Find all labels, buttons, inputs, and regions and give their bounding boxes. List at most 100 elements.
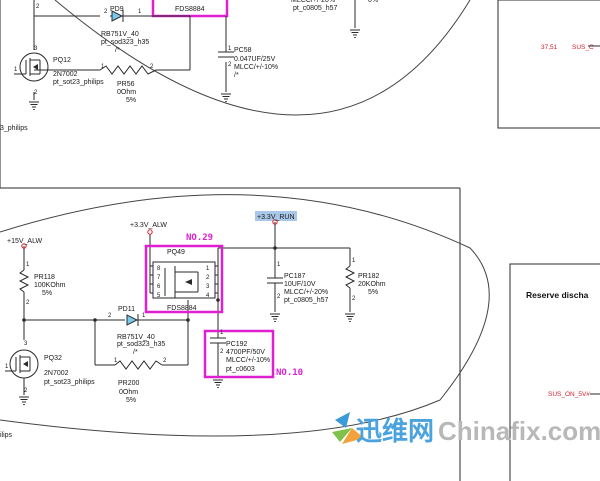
pr200-ref: PR200 [118, 380, 140, 387]
svg-text:2: 2 [163, 358, 167, 364]
pc187-ref: PC187 [284, 273, 306, 280]
ground-symbol [18, 396, 30, 405]
pd11-pkg: pt_sod323_h35 [117, 341, 165, 348]
net-15v-alw: +15V_ALW [7, 238, 42, 245]
pq12-pkg: pt_sot23_philips [53, 79, 104, 86]
pd9-ref: PD9 [110, 6, 124, 13]
bottom-section [5, 222, 600, 481]
pc192-value: 4700PF/50V [226, 349, 265, 356]
marker-no29: NO.29 [186, 233, 213, 243]
pq49-highlight [144, 244, 224, 314]
svg-text:1: 1 [14, 67, 18, 73]
pc58-value: 0.047UF/25V [234, 56, 276, 63]
pc192-highlight [203, 329, 275, 379]
net-33v-alw: +3.3V_ALW [130, 222, 167, 229]
svg-text:1: 1 [142, 313, 146, 319]
svg-text:1: 1 [114, 358, 118, 364]
svg-text:1: 1 [228, 46, 232, 52]
svg-text:2: 2 [206, 275, 210, 281]
pc192-type: MLCC/+/-10% [226, 357, 270, 364]
ground-symbol [28, 101, 40, 110]
svg-text:5: 5 [157, 293, 161, 299]
ground-symbol [212, 379, 224, 388]
pq32-ref: PQ32 [44, 355, 62, 362]
pq12-ref: PQ12 [53, 57, 71, 64]
highlight-ellipse [0, 194, 490, 437]
ground-symbol [344, 313, 356, 322]
pc187-type: MLCC/+/-20% [284, 289, 328, 296]
pr56-ref: PR56 [117, 81, 135, 88]
pc58-type: MLCC/+/-10% [234, 64, 278, 71]
svg-text:2: 2 [277, 294, 281, 300]
watermark-cn: 迅维网 [356, 416, 434, 447]
svg-text:1: 1 [277, 262, 281, 268]
pc192-ref: PC192 [226, 341, 248, 348]
power-flag-33v-alw [147, 229, 153, 235]
pd9-part: RB751V_40 [101, 31, 139, 38]
pr182-value: 20KOhm [358, 281, 386, 288]
svg-text:2: 2 [150, 64, 154, 70]
top-section [14, 0, 600, 129]
svg-text:6: 6 [157, 284, 161, 290]
pq32-pkg: pt_sot23_philips [44, 379, 95, 386]
top-right-net: SUS_C [572, 44, 594, 51]
pq32-part: 2N7002 [44, 370, 69, 377]
svg-text:3: 3 [206, 284, 210, 290]
pq49-ref: PQ49 [167, 249, 185, 256]
net-33v-run: +3.3V_RUN [257, 214, 295, 221]
pc58-ref: PC58 [234, 47, 252, 54]
svg-text:1: 1 [101, 64, 105, 70]
power-flag-15v [21, 243, 27, 249]
svg-text:3: 3 [34, 46, 38, 52]
pc187-pkg: pt_c0805_h57 [284, 297, 328, 304]
watermark-en: Chinafix.com [438, 416, 600, 446]
pd11-ref: PD11 [118, 306, 135, 313]
svg-text:2: 2 [24, 388, 28, 394]
pr200-value: 0Ohm [119, 389, 138, 396]
q-top-ref: FDS8884 [175, 6, 205, 13]
svg-text:7: 7 [157, 275, 161, 281]
watermark-logo-icon [332, 412, 364, 444]
net-flag-33v-run [255, 211, 297, 221]
ground-symbol [269, 313, 281, 322]
pd9-pkg: pt_sod323_h35 [101, 39, 149, 46]
pq49-part: FDS8884 [167, 305, 197, 312]
left-cut-label: 3_philips [0, 125, 28, 132]
svg-text:1: 1 [138, 9, 142, 15]
top-pct: 0% [368, 0, 378, 4]
cap-right-type: MLCC/+/-20% [291, 0, 335, 4]
pr182-tol: 5% [368, 289, 378, 296]
watermark: 迅维网 Chinafix.com [332, 412, 600, 447]
svg-text:1: 1 [5, 364, 9, 370]
sus-on-net: SUS_ON_5V# [548, 391, 590, 398]
ground-symbol [220, 93, 232, 102]
svg-text:8: 8 [157, 266, 161, 272]
svg-text:2: 2 [34, 90, 38, 96]
pd11-note: /* [133, 349, 138, 356]
svg-text:1: 1 [206, 266, 210, 272]
svg-text:2: 2 [228, 62, 232, 68]
pc192-pkg: pt_c0603 [226, 366, 255, 373]
svg-text:4: 4 [206, 293, 210, 299]
svg-text:2: 2 [104, 9, 108, 15]
svg-text:2: 2 [108, 313, 112, 319]
pr118-value: 100KOhm [34, 282, 66, 289]
svg-text:2: 2 [26, 300, 30, 306]
pr56-value: 0Ohm [117, 89, 136, 96]
svg-text:1: 1 [352, 258, 356, 264]
svg-text:1: 1 [26, 262, 30, 268]
svg-text:1: 1 [220, 330, 224, 336]
pd11-part: RB751V_40 [117, 334, 155, 341]
pc58-note: /* [234, 72, 239, 79]
svg-text:3: 3 [24, 341, 28, 347]
top-right-coord: 37,51 [541, 44, 558, 51]
pr118-tol: 5% [42, 290, 52, 297]
pr200-tol: 5% [126, 397, 136, 404]
marker-no10: NO.10 [276, 368, 303, 378]
svg-text:2: 2 [352, 296, 356, 302]
left-cut-label-bottom: ilips [0, 432, 13, 439]
pr182-ref: PR182 [358, 273, 380, 280]
pr56-tol: 5% [126, 97, 136, 104]
